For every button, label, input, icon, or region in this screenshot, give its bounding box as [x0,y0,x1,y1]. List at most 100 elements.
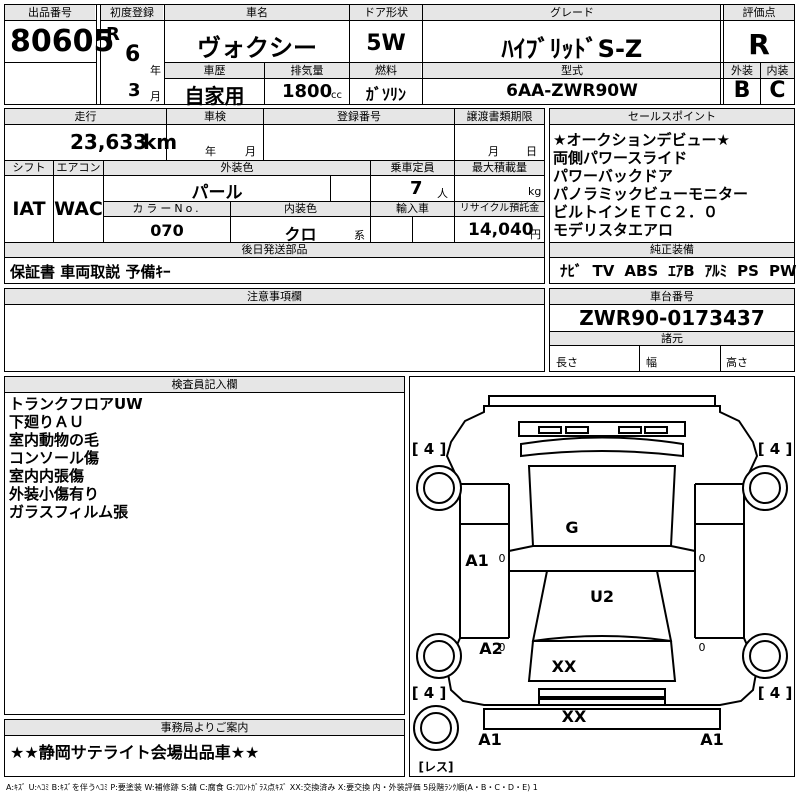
inspector-note: トランクフロアUW [9,395,143,413]
displacement-label: 排気量 [290,64,324,77]
inspector-notes: トランクフロアUW 下廻りＡＵ 室内動物の毛 コンソール傷 室内内張傷 外装小傷… [9,395,143,521]
grade-label: グレード [550,6,594,19]
tire-tread-rl: [ 4 ] [412,684,447,702]
windshield [520,436,684,458]
seats: 7 [410,178,423,199]
office-label: 事務局よりご案内 [160,721,249,734]
spare-tire-status: [レス] [419,760,454,774]
import-label: 輸入車 [396,202,429,215]
seats-label: 乗車定員 [390,161,435,174]
doors: 5W [366,31,406,56]
regno-label: 登録番号 [337,110,381,123]
chassis-label: 車台番号 [650,290,694,303]
insp-year-unit: 年 [205,145,216,158]
doors-label: ドア形状 [364,6,408,19]
colorno-label: カラーNo. [132,202,202,215]
color: パール [191,183,243,203]
insp-month-unit: 月 [245,145,256,158]
reg-label: 初度登録 [110,6,154,19]
shift: IAT [12,198,46,220]
cc-unit: cc [331,90,342,101]
sales-points-box [549,108,795,284]
notes-box [4,288,545,372]
score-label: 評価点 [742,6,776,19]
sales-points-list: ★オークションデビュー★ 両側パワースライド パワーバックドア パノラミックビュ… [553,131,748,239]
roof [527,465,677,547]
front-bumper [488,395,716,407]
zero-mark: 0 [499,552,506,565]
vehicle-info-table [4,108,545,284]
equipment-item: PS [737,262,759,280]
model-label: 車名 [246,6,268,19]
tire-tread-fl: [ 4 ] [412,440,447,458]
inspector-note: 室内内張傷 [9,467,85,485]
sales-point: モデリスタエアロ [553,221,674,239]
interior: クロ [284,225,317,244]
seats-unit: 人 [437,187,448,200]
inspector-note: 外装小傷有り [9,485,100,503]
inspector-note: コンソール傷 [9,449,100,467]
load-unit: kg [528,185,542,198]
mark-left-rear: A2 [479,639,503,658]
accessories-label: 後日発送部品 [241,243,308,256]
cabin [531,570,673,642]
rear-window [527,635,677,682]
mark-rear-gate: XX [552,657,577,676]
month-unit: 月 [150,90,161,103]
mark-bumper: XX [562,707,587,726]
equipment-item: ﾅﾋﾞ [560,262,583,280]
tire-tread-fr: [ 4 ] [758,440,793,458]
zero-mark: 0 [699,641,706,654]
inspector-note: ガラスフィルム張 [9,503,129,521]
mileage-label: 走行 [74,110,97,123]
sales-point: パノラミックビューモニター [553,185,749,203]
interior-unit: 系 [354,229,365,242]
zero-mark: 0 [499,641,506,654]
chassis-box [549,288,795,372]
km-unit: km [143,130,178,154]
recycle-label: リサイクル預託金 [459,203,540,214]
zero-mark: 0 [699,552,706,565]
model-name: ヴォクシー [197,34,317,62]
lot-number: 80605 [10,24,115,59]
rear-lower-bumper [483,708,721,730]
ext-label: 外装 [731,64,753,77]
fuel-label: 燃料 [375,64,397,77]
accessories: 保証書 車両取説 予備ｷｰ [10,263,171,281]
transfer-label: 譲渡書類期限 [466,110,533,123]
inspector-label: 検査員記入欄 [171,378,238,391]
header-table [4,4,795,105]
inspector-box [4,376,405,715]
chassis-number: ZWR90-0173437 [579,306,765,330]
width-label: 幅 [646,356,657,369]
sales-point: 両側パワースライド [553,149,688,167]
sales-point: ビルトインＥＴＣ２．０ [553,203,719,221]
era: R [106,24,120,45]
sales-point: パワーバックドア [553,167,673,185]
int-label: 内装 [766,64,789,77]
load-label: 最大積載量 [472,161,527,174]
reg-year: 6 [125,42,141,67]
int-grade: C [769,78,786,103]
fuel: ｶﾞｿﾘﾝ [365,85,406,104]
score: R [748,28,770,61]
sales-point: ★オークションデビュー★ [553,131,730,149]
damage-legend: A:ｷｽﾞ U:ﾍｺﾐ B:ｷｽﾞを伴うﾍｺﾐ P:要塗装 W:補修跡 S:錆 … [6,783,538,792]
reg-month: 3 [128,80,141,101]
equipment-item: ｴｱB [668,262,695,280]
equipment-item: PW [768,262,797,280]
inspector-note: 下廻りＡＵ [9,413,85,431]
equipment-item: TV [592,262,615,280]
inspector-note: 室内動物の毛 [9,431,100,449]
car-outline [445,405,759,706]
shift-label: シフト [12,161,46,174]
model-code: 6AA-ZWR90W [506,81,638,101]
office-note: ★★静岡サテライト会場出品車★★ [10,743,260,762]
mark-corner-left: A1 [478,730,502,749]
interior-label: 内装色 [284,202,317,215]
recycle-unit: 円 [530,228,541,241]
mark-body: U2 [590,587,614,606]
spec-label: 諸元 [661,332,683,345]
lot-label: 出品番号 [28,6,72,19]
color-label: 外装色 [220,161,254,174]
